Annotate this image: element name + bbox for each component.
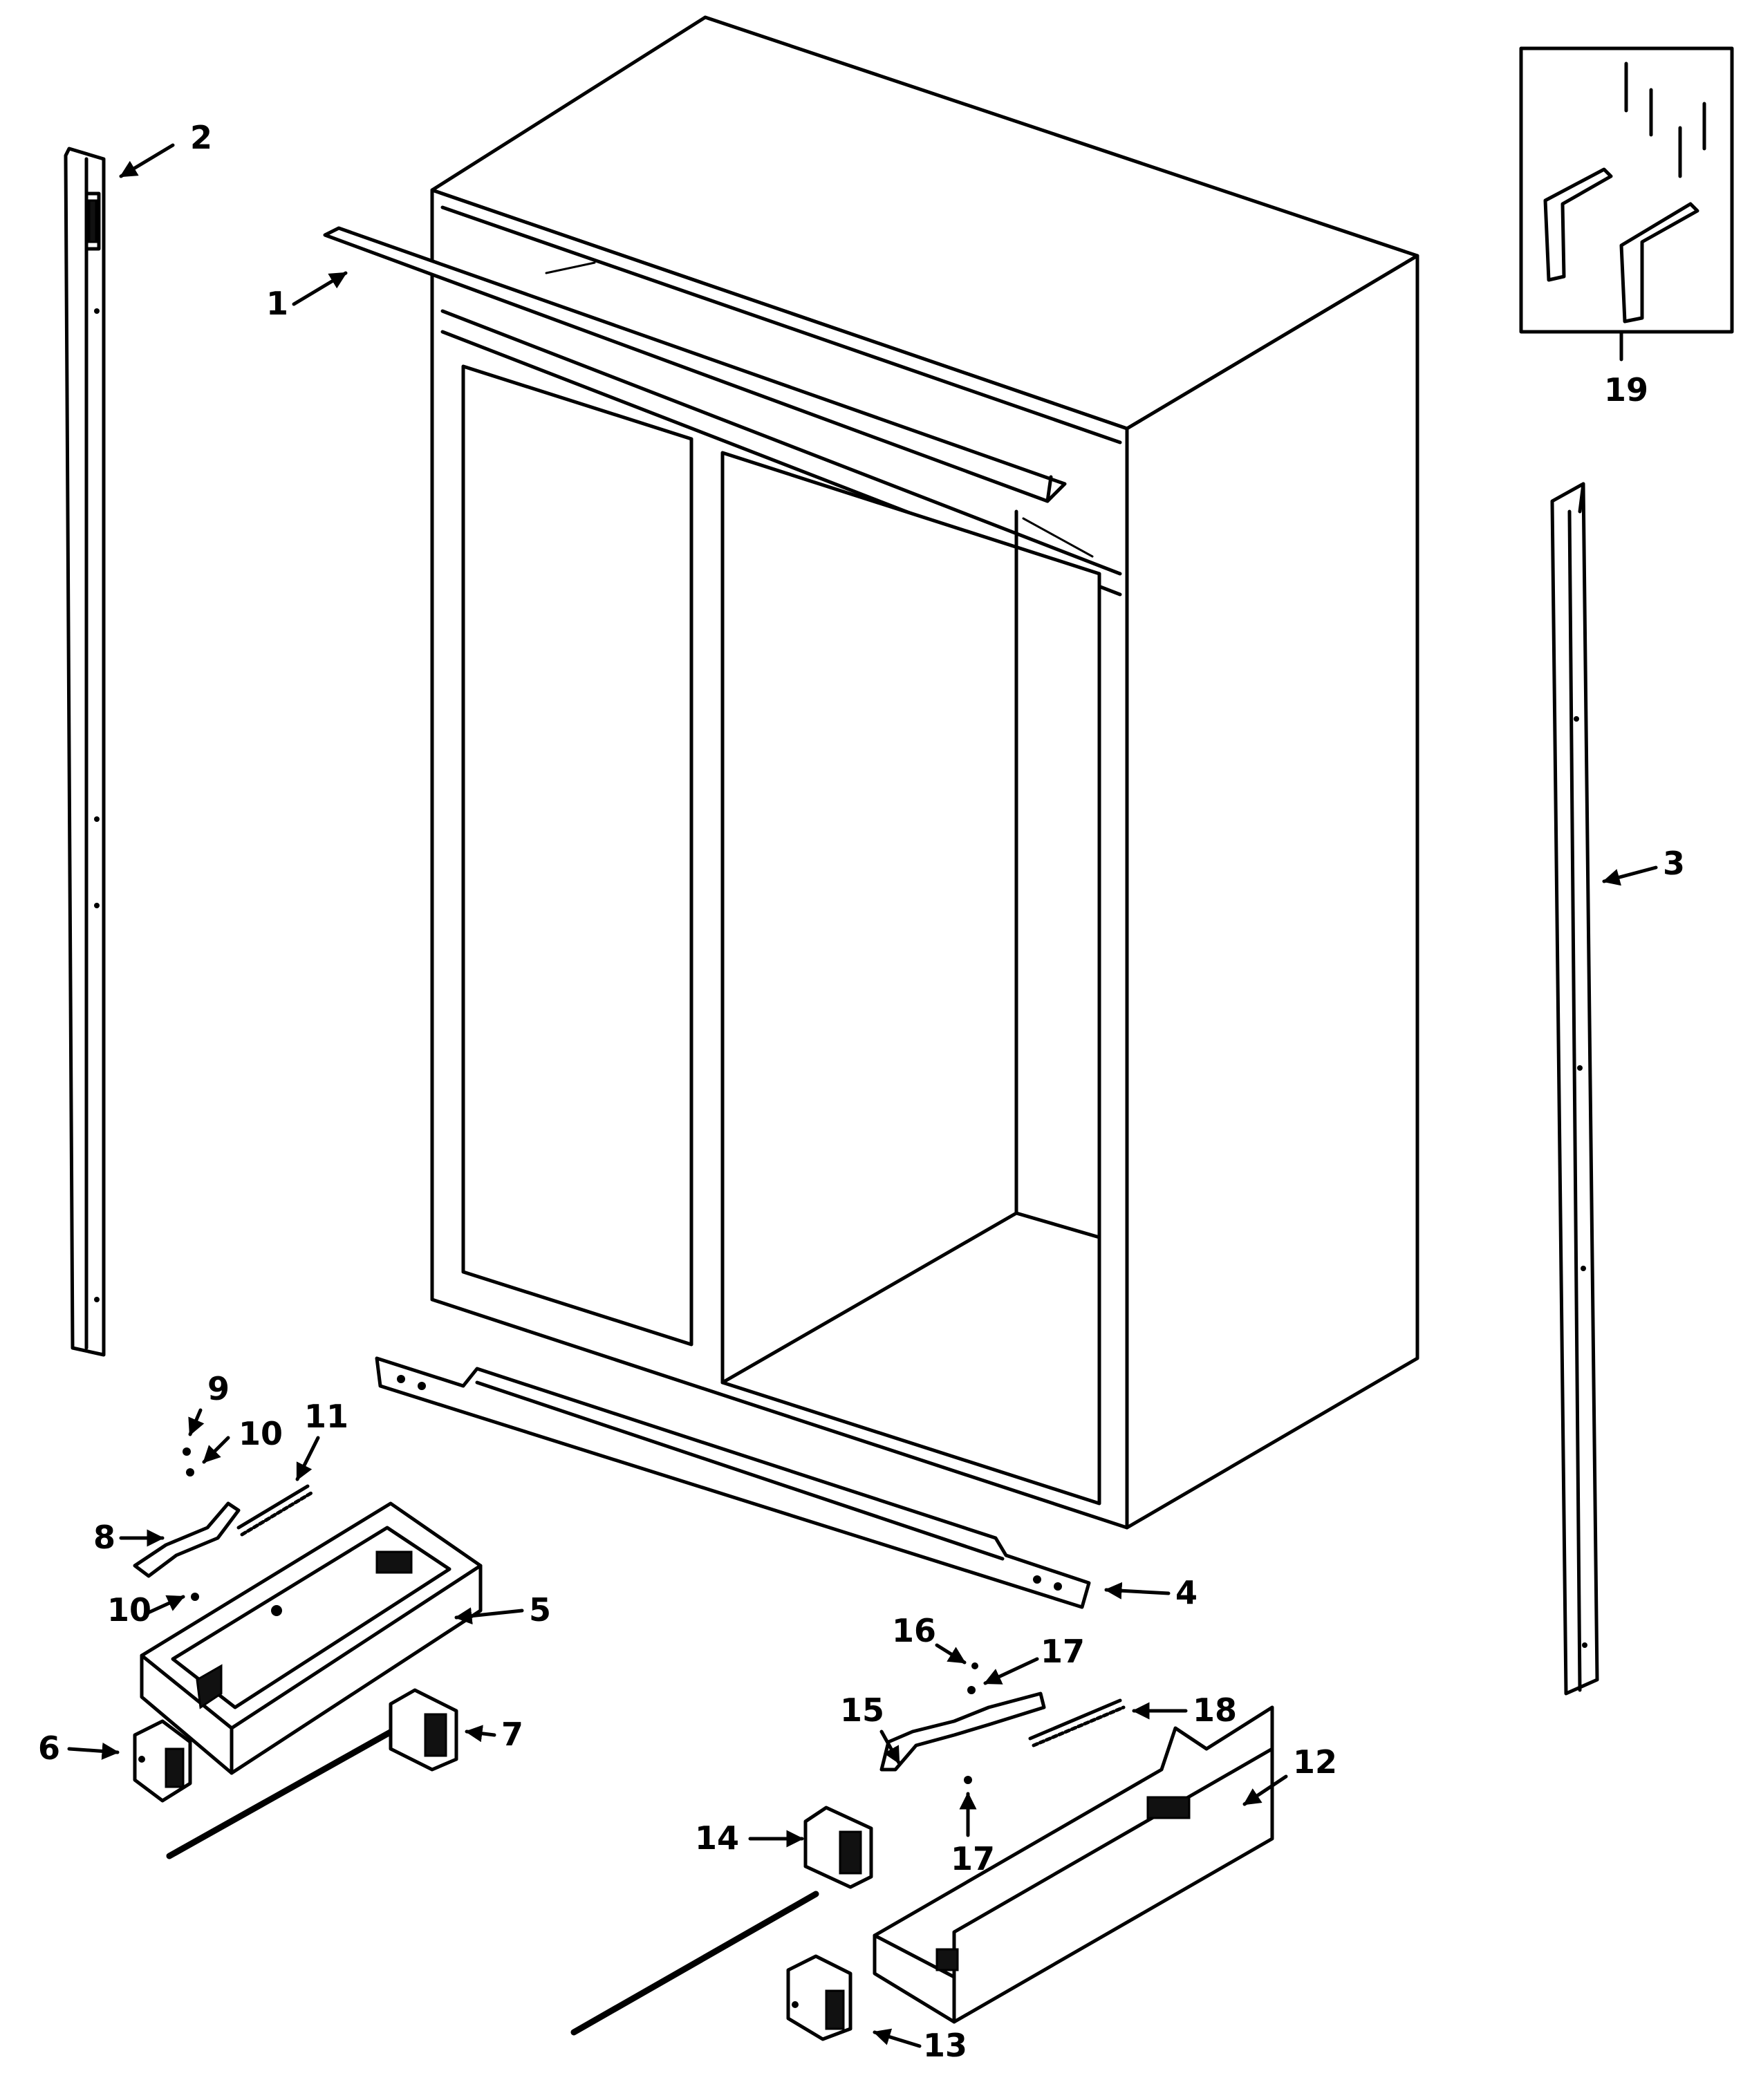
callout-15: 15 [840, 1691, 884, 1729]
callout-9: 9 [207, 1370, 230, 1407]
hardware-kit-box [1519, 46, 1734, 362]
callout-19: 19 [1604, 371, 1648, 409]
callout-18: 18 [1193, 1691, 1237, 1729]
callout-13: 13 [923, 2027, 967, 2064]
right-hinge-base [873, 1705, 1274, 2024]
callout-5: 5 [529, 1591, 551, 1629]
callout-10-upper: 10 [239, 1415, 283, 1452]
callout-11: 11 [304, 1398, 348, 1435]
right-vertical-channel [1550, 482, 1599, 1696]
callout-10-lower: 10 [107, 1591, 151, 1629]
callout-labels: 1 2 3 4 5 6 7 8 9 10 10 11 12 13 14 15 1… [38, 119, 1685, 2064]
right-hinge-rod [570, 1806, 873, 2036]
callout-17-lower: 17 [951, 1840, 995, 1877]
callout-14: 14 [695, 1819, 739, 1857]
callout-8: 8 [93, 1519, 115, 1556]
left-vertical-channel [64, 147, 106, 1357]
left-lower-hinge [133, 1719, 192, 1803]
leader-arrows [67, 143, 1658, 2048]
right-lower-hinge [786, 1954, 852, 2041]
callout-3: 3 [1663, 845, 1685, 882]
left-hinge-base [140, 1501, 483, 1775]
callout-1: 1 [266, 285, 288, 322]
top-trim-strip [323, 226, 1067, 503]
bottom-rail [375, 1356, 1091, 1609]
left-hinge-rod [166, 1688, 458, 1859]
cabinet [430, 15, 1419, 1530]
callout-2: 2 [190, 119, 212, 156]
callout-17-upper: 17 [1041, 1633, 1085, 1670]
callout-6: 6 [38, 1729, 60, 1767]
callout-4: 4 [1175, 1574, 1198, 1611]
left-spring-assembly [133, 1447, 313, 1601]
right-spring-assembly [879, 1662, 1126, 1784]
callout-16: 16 [892, 1612, 936, 1649]
callout-7: 7 [501, 1716, 523, 1753]
callout-12: 12 [1293, 1743, 1337, 1781]
